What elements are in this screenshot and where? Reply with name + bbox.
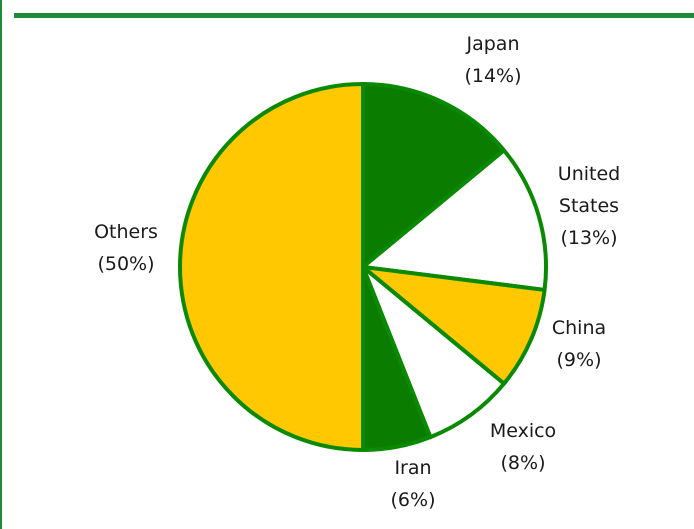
slice-name-label: Others bbox=[94, 221, 158, 243]
slice-name-label: States bbox=[559, 195, 619, 217]
pie-slice-china bbox=[361, 265, 547, 386]
slice-percent-label: (9%) bbox=[557, 349, 602, 371]
slice-name-label: United bbox=[558, 163, 620, 185]
slice-name-label: Iran bbox=[394, 457, 431, 479]
pie-chart bbox=[178, 82, 548, 452]
slice-percent-label: (6%) bbox=[391, 489, 436, 511]
slice-percent-label: (8%) bbox=[501, 452, 546, 474]
slice-percent-label: (50%) bbox=[97, 253, 154, 275]
pie-slice-others bbox=[178, 82, 365, 452]
pie-slice-united-states bbox=[361, 148, 548, 292]
top-accent-bar bbox=[14, 13, 694, 18]
slice-percent-label: (14%) bbox=[464, 65, 521, 87]
slice-name-label: Mexico bbox=[490, 420, 556, 442]
pie-slice-japan bbox=[361, 82, 506, 269]
slice-percent-label: (13%) bbox=[560, 227, 617, 249]
left-border bbox=[0, 0, 2, 529]
slice-name-label: Japan bbox=[466, 33, 520, 55]
slice-name-label: China bbox=[552, 317, 606, 339]
